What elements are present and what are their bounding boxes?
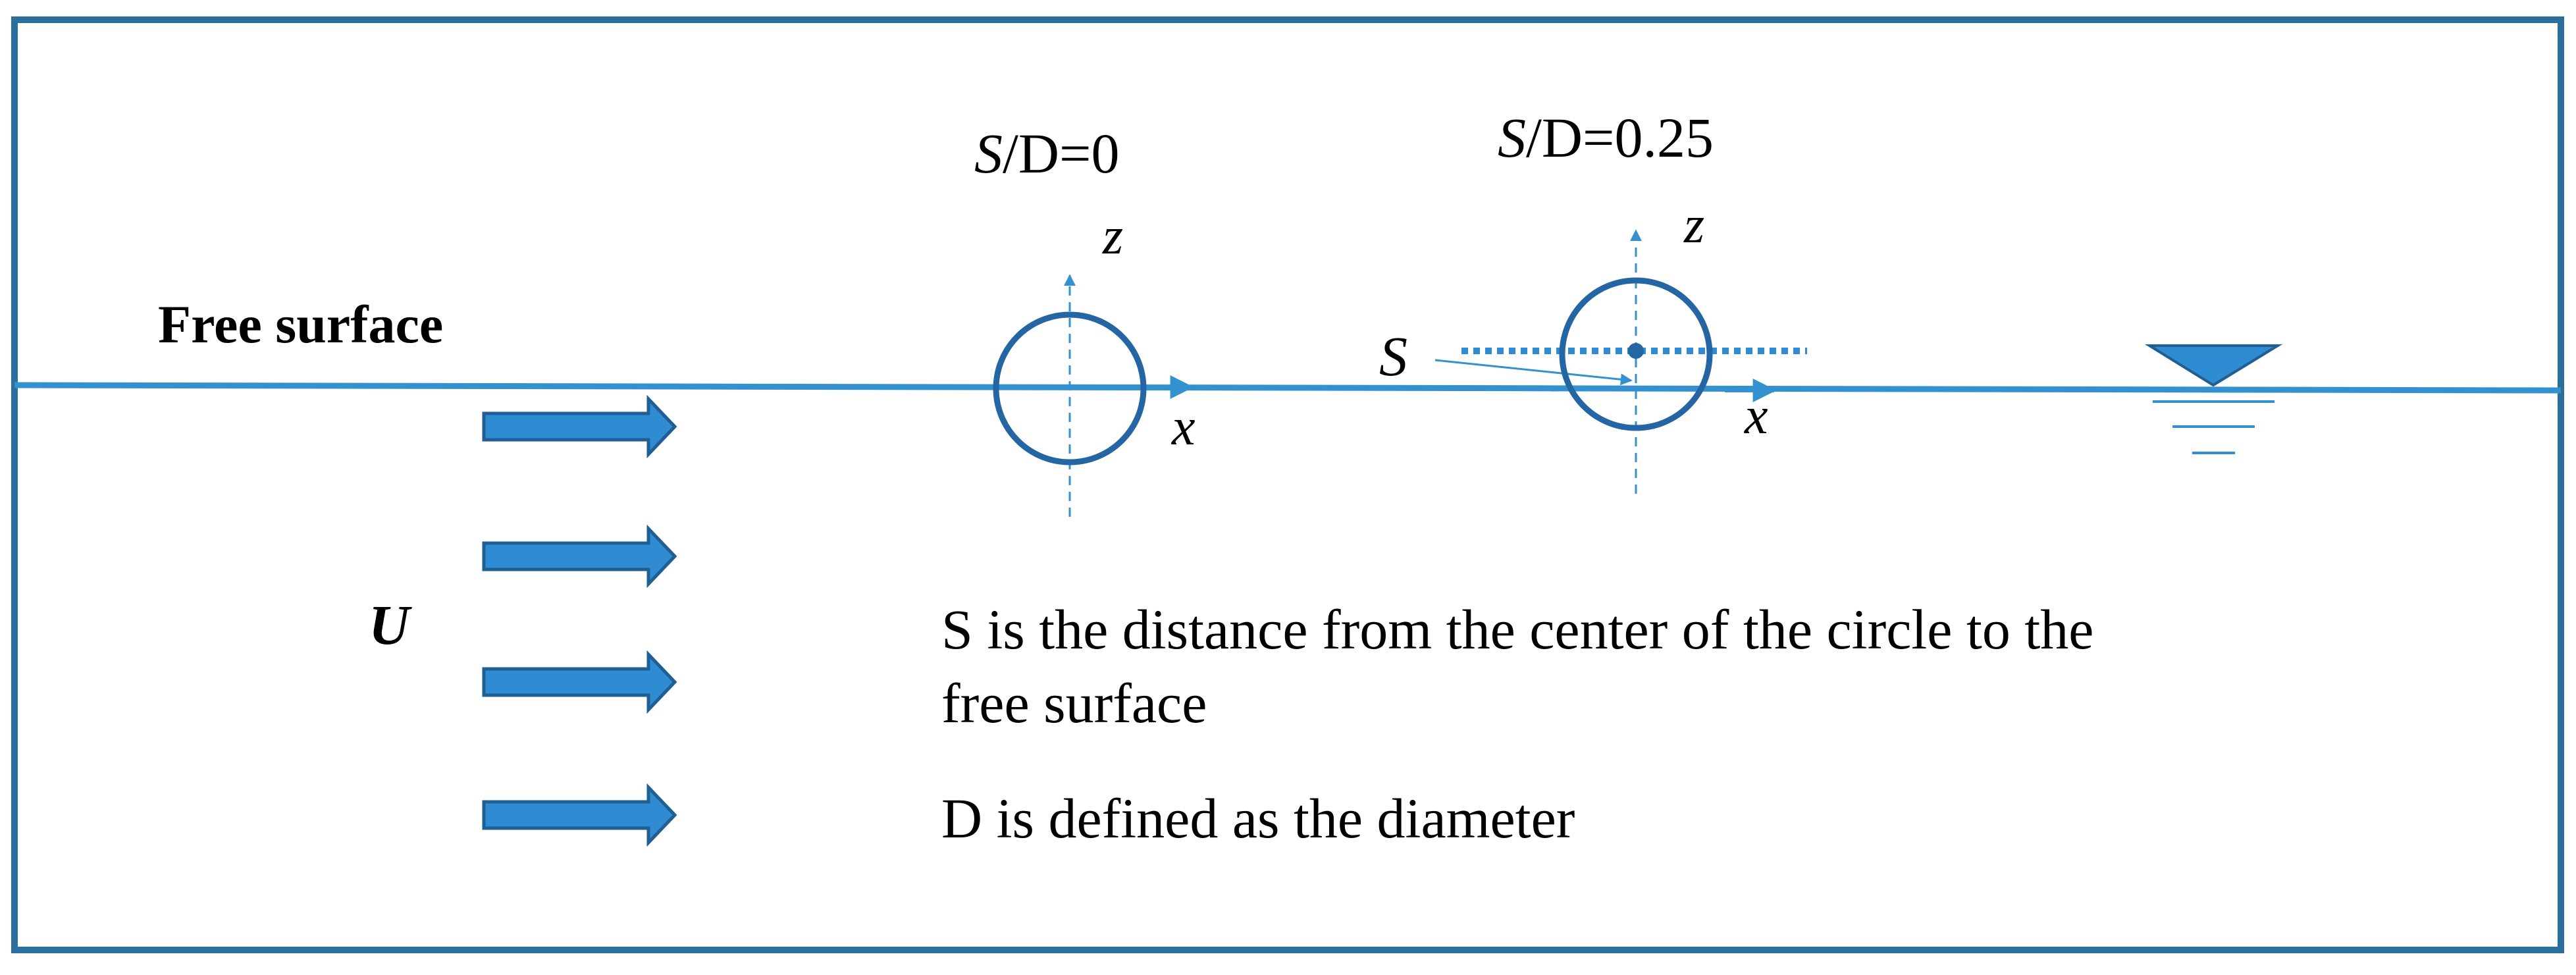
case-label-sd025-rest: /D=0.25: [1526, 106, 1714, 169]
s-pointer-line: [1434, 359, 1633, 386]
case-label-sd0-rest: /D=0: [1003, 122, 1120, 185]
note-s-definition-line1: S is the distance from the center of the…: [941, 598, 2093, 661]
cylinder-case-sd025: [1434, 229, 1807, 494]
case-label-sd0-s: S: [974, 122, 1003, 185]
s-marker-label: S: [1379, 325, 1407, 388]
free-surface-label: Free surface: [158, 294, 443, 354]
right-arrow-icon: [482, 524, 677, 589]
right-arrow-icon: [482, 394, 677, 459]
z-axis-label-1: z: [1102, 207, 1123, 265]
velocity-label: U: [369, 593, 412, 656]
cylinder-center-dot: [1628, 343, 1644, 359]
flow-arrow-1: [482, 394, 677, 459]
cylinder-circle-1: [993, 311, 1147, 465]
flow-arrow-2: [482, 524, 677, 589]
cylinder-case-sd0: [958, 274, 1194, 517]
case-label-sd025-s: S: [1498, 106, 1526, 169]
x-axis-label-2: x: [1744, 387, 1768, 445]
note-d-definition: D is defined as the diameter: [941, 787, 1575, 850]
case-label-sd025: S/D=0.25: [1498, 106, 1714, 169]
case-label-sd0: S/D=0: [974, 122, 1120, 185]
cylinder-circle-2: [1559, 277, 1713, 431]
note-s-definition-line2: free surface: [941, 672, 1207, 735]
right-arrow-icon: [482, 783, 677, 847]
x-axis-label-1: x: [1171, 398, 1196, 456]
right-arrow-icon: [482, 650, 677, 714]
z-axis-label-2: z: [1683, 196, 1704, 254]
diagram-frame: [11, 16, 2564, 953]
water-level-symbol-icon: [2144, 344, 2283, 454]
free-surface-line: [14, 382, 2562, 394]
flow-arrow-4: [482, 783, 677, 847]
flow-arrow-3: [482, 650, 677, 714]
